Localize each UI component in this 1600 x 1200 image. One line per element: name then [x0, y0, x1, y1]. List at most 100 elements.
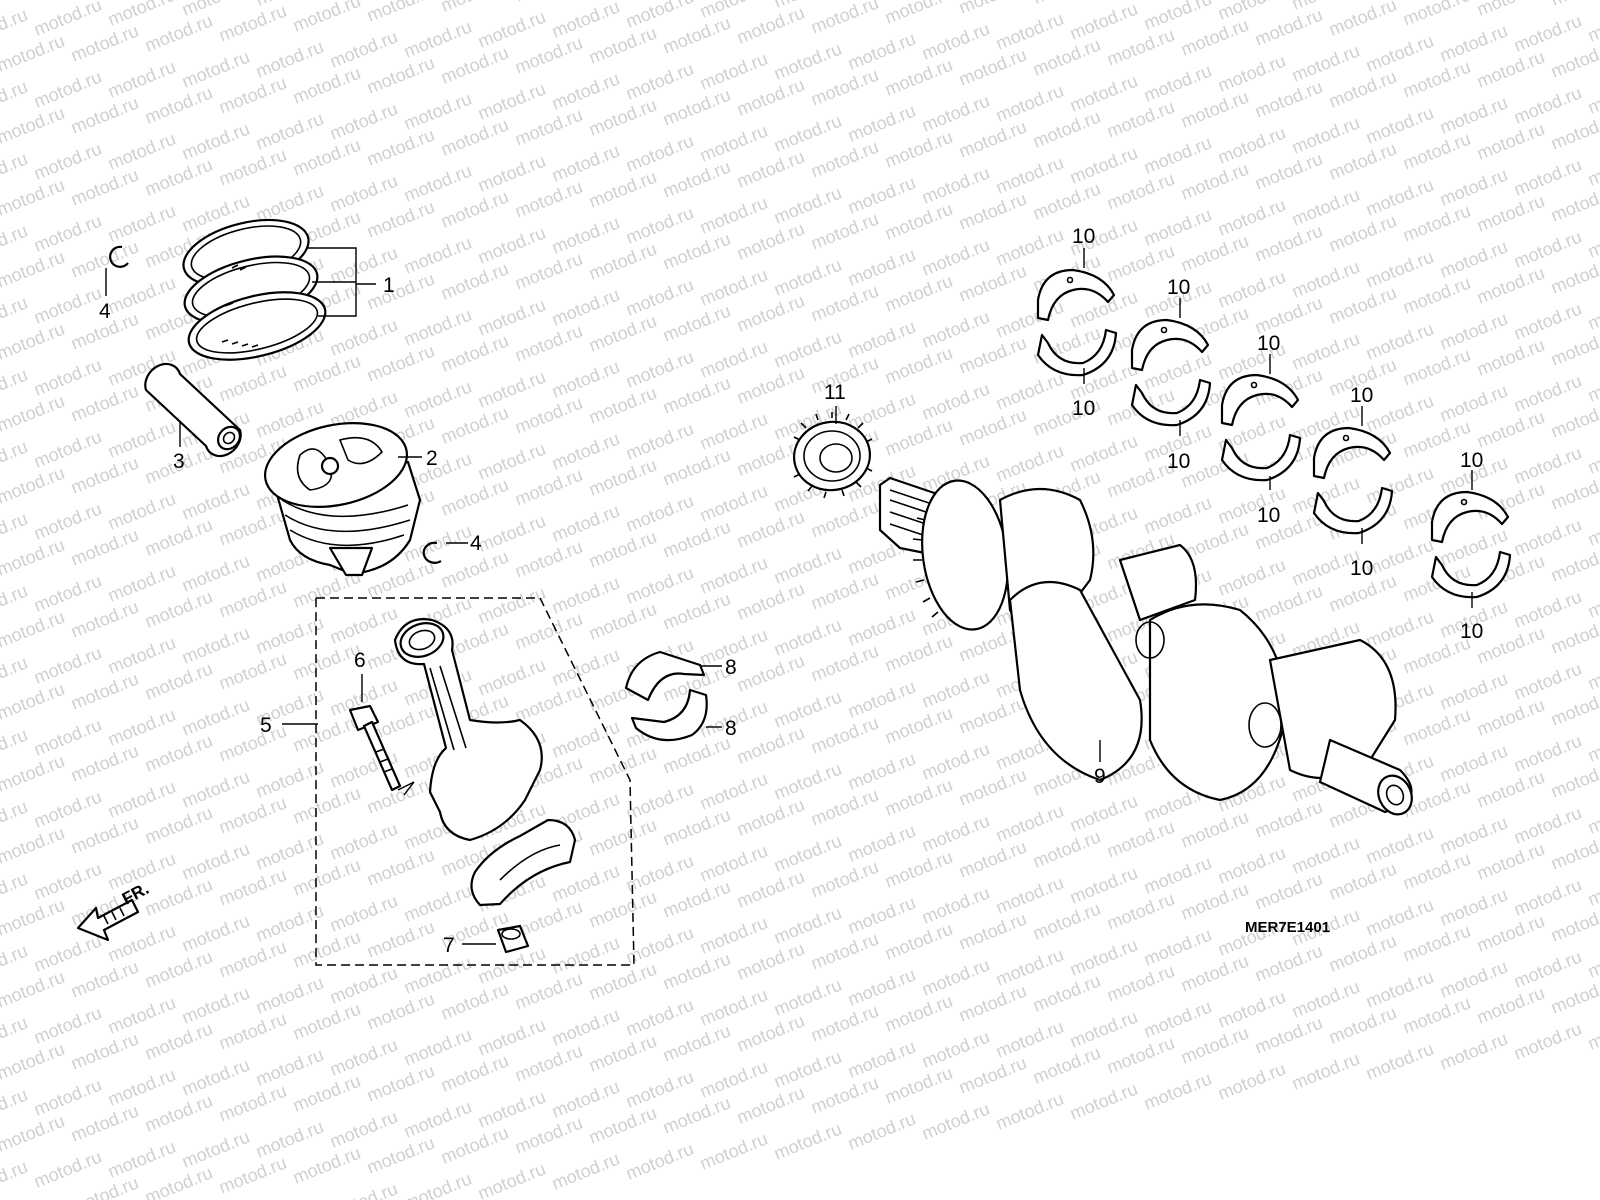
main-bearing-3-upper[interactable] [1220, 373, 1300, 427]
main-bearing-3-lower[interactable] [1220, 433, 1302, 482]
watermark-text-28: motod.ru [549, 0, 622, 42]
watermark-text-735: motod.ru [1141, 1069, 1214, 1114]
watermark-text-23: motod.ru [179, 47, 252, 92]
watermark-text-578: motod.ru [734, 867, 807, 912]
watermark-text-147: motod.ru [475, 223, 548, 268]
watermark-text-215: motod.ru [512, 321, 585, 366]
watermark-text-398: motod.ru [734, 579, 807, 624]
watermark-text-248: motod.ru [1289, 257, 1362, 302]
watermark-text-643: motod.ru [549, 1005, 622, 1050]
watermark-text-194: motod.ru [623, 275, 696, 320]
watermark-text-585: motod.ru [1252, 797, 1325, 842]
watermark-text-532: motod.ru [660, 805, 733, 850]
watermark-text-392: motod.ru [290, 639, 363, 684]
rod-nut[interactable] [496, 924, 530, 954]
main-bearing-5-lower[interactable] [1430, 550, 1512, 599]
watermark-text-295: motod.ru [1437, 309, 1510, 354]
connecting-rod[interactable] [393, 617, 543, 842]
watermark-text-559: motod.ru [993, 801, 1066, 846]
watermark-text-708: motod.ru [438, 1123, 511, 1168]
watermark-text-433: motod.ru [0, 751, 67, 796]
watermark-text-660: motod.ru [142, 1091, 215, 1136]
rod-bearing-upper[interactable] [624, 650, 706, 702]
watermark-text-651: motod.ru [1141, 925, 1214, 970]
watermark-text-714: motod.ru [882, 1063, 955, 1108]
watermark-text-396: motod.ru [586, 599, 659, 644]
watermark-text-691: motod.ru [771, 1047, 844, 1092]
watermark-text-296: motod.ru [1511, 299, 1584, 344]
watermark-text-665: motod.ru [512, 1041, 585, 1086]
rod-bolt[interactable] [348, 704, 415, 796]
watermark-text-580: motod.ru [882, 847, 955, 892]
watermark-text-300: motod.ru [142, 515, 215, 560]
watermark-text-690: motod.ru [697, 1057, 770, 1102]
crankshaft[interactable] [878, 475, 1418, 820]
watermark-text-232: motod.ru [105, 417, 178, 462]
rod-bearing-cap[interactable] [470, 818, 577, 907]
watermark-text-158: motod.ru [1289, 113, 1362, 158]
watermark-text-588: motod.ru [1474, 767, 1547, 812]
rod-bearing-lower[interactable] [630, 688, 708, 742]
watermark-text-677: motod.ru [1400, 921, 1473, 966]
piston-ring-set[interactable] [177, 208, 333, 372]
watermark-text-351: motod.ru [586, 527, 659, 572]
watermark-text-482: motod.ru [290, 783, 363, 828]
watermark-text-137: motod.ru [1400, 57, 1473, 102]
watermark-text-157: motod.ru [1215, 123, 1288, 168]
main-bearing-5-upper[interactable] [1430, 490, 1510, 544]
watermark-text-596: motod.ru [401, 953, 474, 998]
watermark-text-413: motod.ru [179, 695, 252, 740]
watermark-text-670: motod.ru [882, 991, 955, 1036]
pin-clip-left[interactable] [109, 245, 129, 268]
main-bearing-1-upper[interactable] [1036, 268, 1116, 322]
pin-clip-right[interactable] [422, 541, 442, 564]
watermark-text-612: motod.ru [1585, 793, 1600, 838]
watermark-text-511: motod.ru [771, 759, 844, 804]
piston[interactable] [257, 411, 422, 577]
watermark-text-59: motod.ru [549, 69, 622, 114]
watermark-text-399: motod.ru [808, 569, 881, 614]
watermark-text-694: motod.ru [993, 1017, 1066, 1062]
watermark-text-21: motod.ru [31, 67, 104, 112]
front-arrow-icon [76, 898, 140, 942]
watermark-text-602: motod.ru [845, 893, 918, 938]
watermark-text-594: motod.ru [253, 973, 326, 1018]
watermark-text-79: motod.ru [438, 115, 511, 160]
watermark-text-626: motod.ru [956, 909, 1029, 954]
watermark-text-363: motod.ru [1474, 407, 1547, 452]
watermark-text-478: motod.ru [0, 823, 67, 868]
watermark-text-168: motod.ru [364, 269, 437, 314]
watermark-text-104: motod.ru [623, 131, 696, 176]
watermark-text-635: motod.ru [0, 1085, 30, 1130]
watermark-text-339: motod.ru [1363, 391, 1436, 436]
callout-main-bearing-1-lower: 10 [1072, 397, 1095, 420]
watermark-text-118: motod.ru [0, 247, 67, 292]
watermark-text-545: motod.ru [0, 941, 30, 986]
watermark-text-603: motod.ru [919, 883, 992, 928]
gear[interactable] [789, 412, 876, 499]
watermark-text-207: motod.ru [1585, 145, 1600, 190]
watermark-text-22: motod.ru [105, 57, 178, 102]
watermark-text-457: motod.ru [105, 777, 178, 822]
watermark-text-620: motod.ru [512, 969, 585, 1014]
main-bearing-4-upper[interactable] [1312, 426, 1392, 480]
watermark-text-100: motod.ru [327, 171, 400, 216]
watermark-text-692: motod.ru [845, 1037, 918, 1082]
watermark-text-411: motod.ru [31, 715, 104, 760]
watermark-text-329: motod.ru [623, 491, 696, 536]
watermark-text-388: motod.ru [0, 679, 67, 724]
leader-lines [105, 247, 1473, 945]
watermark-text-197: motod.ru [845, 245, 918, 290]
watermark-text-374: motod.ru [623, 563, 696, 608]
main-bearing-4-lower[interactable] [1312, 486, 1394, 535]
watermark-text-53: motod.ru [105, 129, 178, 174]
watermark-text-731: motod.ru [845, 1109, 918, 1154]
watermark-text-725: motod.ru [401, 1169, 474, 1200]
main-bearing-1-lower[interactable] [1036, 328, 1118, 377]
main-bearing-2-upper[interactable] [1130, 318, 1210, 372]
watermark-text-354: motod.ru [808, 497, 881, 542]
piston-pin[interactable] [144, 362, 244, 458]
watermark-text-240: motod.ru [697, 337, 770, 382]
main-bearing-2-lower[interactable] [1130, 378, 1212, 427]
